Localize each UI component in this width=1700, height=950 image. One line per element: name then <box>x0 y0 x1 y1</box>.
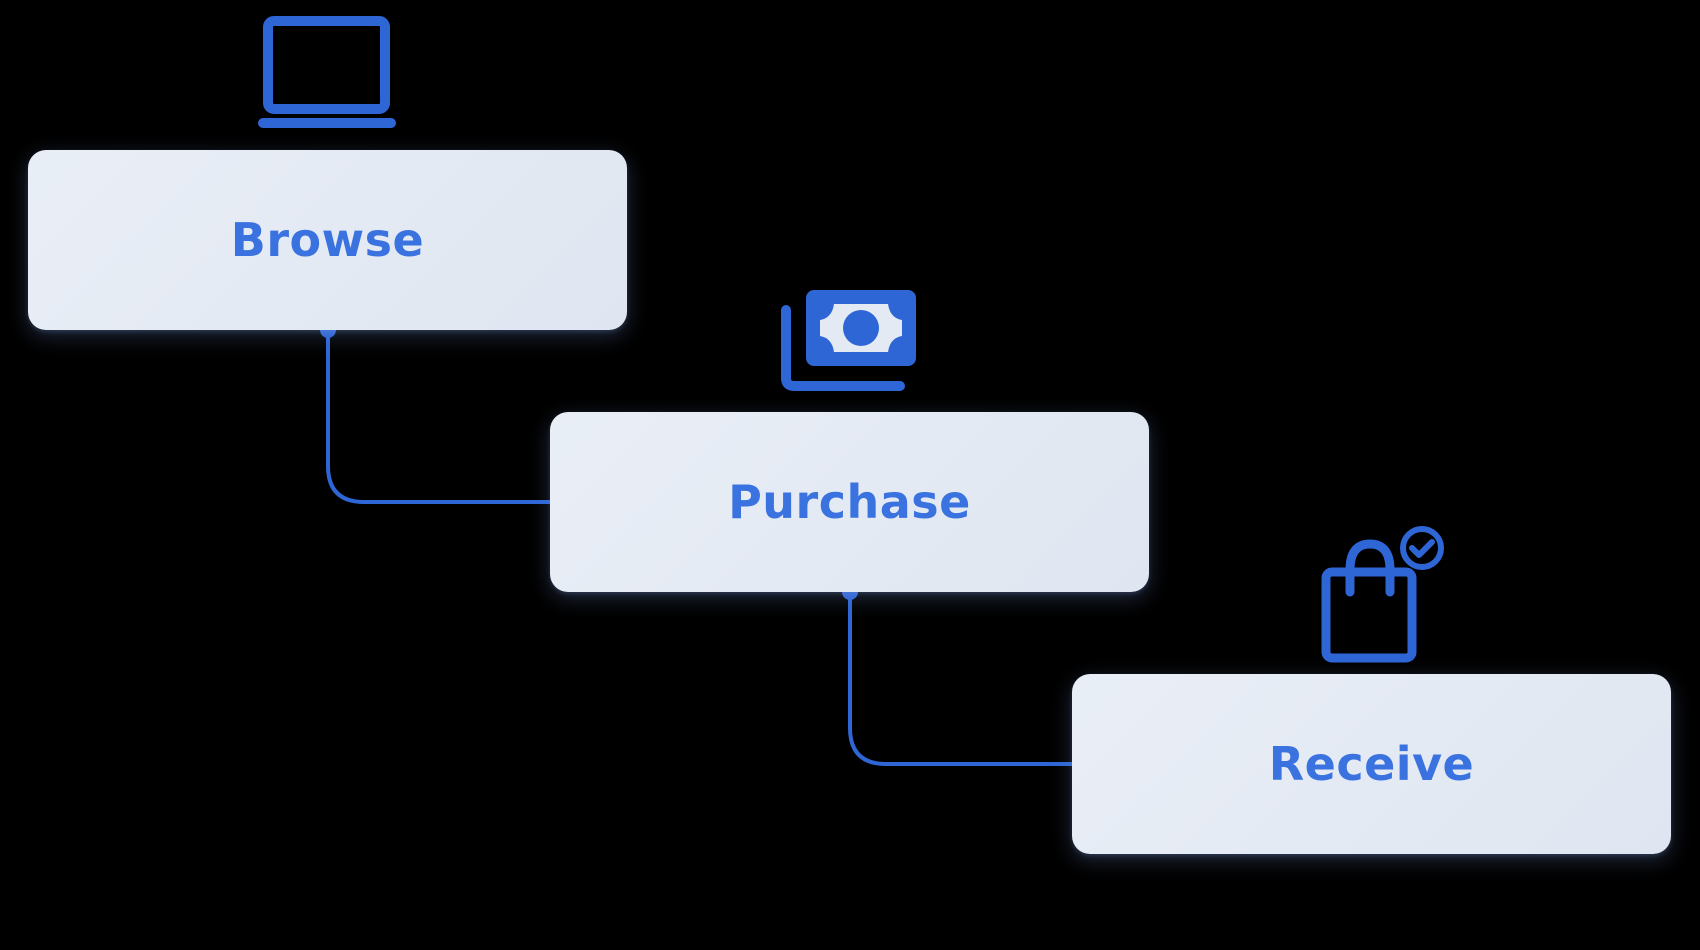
shopping-bag-check-icon <box>1321 526 1444 663</box>
step-label-receive: Receive <box>1268 737 1475 791</box>
step-label-purchase: Purchase <box>728 475 971 529</box>
step-card-purchase: Purchase <box>550 412 1149 592</box>
step-card-browse: Browse <box>28 150 627 330</box>
connector-purchase-to-receive <box>848 592 1074 766</box>
step-label-browse: Browse <box>230 213 425 267</box>
money-icon <box>781 290 916 391</box>
connector-browse-to-purchase <box>326 330 552 504</box>
step-card-receive: Receive <box>1072 674 1671 854</box>
laptop-icon <box>258 16 396 128</box>
